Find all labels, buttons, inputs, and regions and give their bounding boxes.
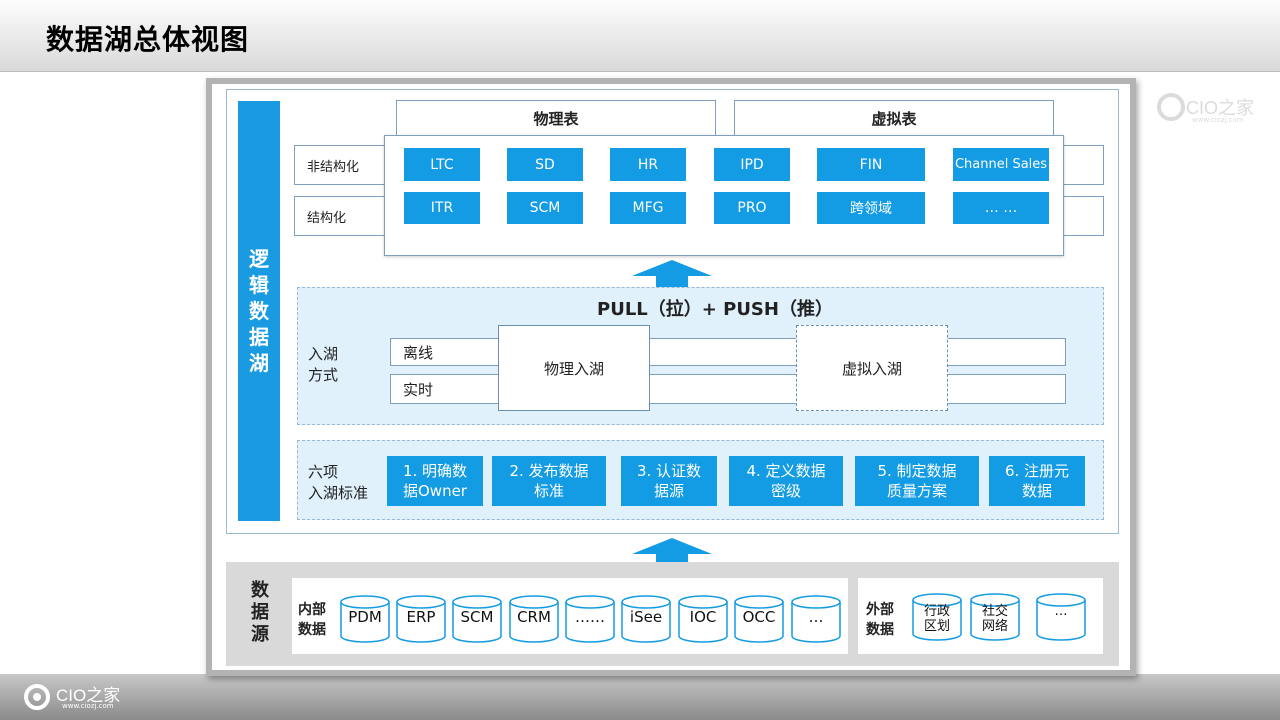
data-source-cylinder: IOC [678, 594, 728, 643]
standard-item: 3. 认证数据源 [621, 456, 717, 506]
logical-lake-label: 逻辑数据湖 [238, 101, 280, 521]
ingest-label: 入湖 方式 [308, 345, 339, 384]
physical-table-header: 物理表 [396, 100, 716, 136]
table-cell: SCM [507, 192, 583, 224]
physical-ingest-box: 物理入湖 [498, 325, 650, 411]
data-source-cylinder: PDM [340, 594, 390, 643]
table-cell: PRO [714, 192, 790, 224]
standard-item: 1. 明确数据Owner [387, 456, 483, 506]
data-source-cylinder: 社交网络 [970, 592, 1022, 641]
table-cell: LTC [404, 148, 480, 181]
data-source-cylinder: … [1036, 592, 1094, 641]
external-data-label: 外部 数据 [866, 602, 894, 638]
slide-header [0, 0, 1280, 72]
data-source-cylinder: OCC [734, 594, 784, 643]
data-source-cylinder: CRM [509, 594, 559, 643]
footer-logo: CIO之家 www.ciozj.com [22, 680, 152, 716]
cio-logo-icon [24, 684, 50, 710]
data-source-cylinder: iSee [621, 594, 671, 643]
data-source-cylinder: ERP [396, 594, 446, 643]
arrow-up-icon [632, 260, 712, 288]
table-cell: MFG [610, 192, 686, 224]
cio-logo-icon [1157, 93, 1185, 121]
watermark-logo: CIO之家 www.ciozj.com [1156, 92, 1266, 126]
standard-item: 4. 定义数据密级 [729, 456, 843, 506]
ingest-realtime-row: 实时 [390, 374, 1066, 404]
table-cell: SD [507, 148, 583, 181]
ingest-offline-row: 离线 [390, 338, 1066, 366]
page-title: 数据湖总体视图 [46, 23, 250, 56]
data-source-cylinder: 行政区划 [912, 592, 964, 641]
virtual-table-header: 虚拟表 [734, 100, 1054, 136]
virtual-ingest-box: 虚拟入湖 [796, 325, 948, 411]
table-cell: 跨领域 [817, 192, 925, 224]
standards-label: 六项 入湖标准 [308, 463, 369, 502]
standard-item: 5. 制定数据质量方案 [855, 456, 979, 506]
data-source-cylinder: … [791, 594, 841, 643]
table-cell: Channel Sales [953, 148, 1049, 181]
table-cell: … … [953, 192, 1049, 224]
table-cell: HR [610, 148, 686, 181]
data-source-cylinder: SCM [452, 594, 502, 643]
slide-footer [0, 674, 1280, 720]
arrow-up-icon [632, 538, 712, 568]
ingest-title: PULL（拉）+ PUSH（推） [597, 299, 833, 320]
standard-item: 6. 注册元数据 [989, 456, 1085, 506]
data-sources-label: 数据源 [251, 580, 269, 645]
table-cell: ITR [404, 192, 480, 224]
table-cell: FIN [817, 148, 925, 181]
standard-item: 2. 发布数据标准 [492, 456, 606, 506]
internal-data-label: 内部 数据 [298, 602, 326, 638]
table-cell: IPD [714, 148, 790, 181]
data-source-cylinder: …… [565, 594, 615, 643]
